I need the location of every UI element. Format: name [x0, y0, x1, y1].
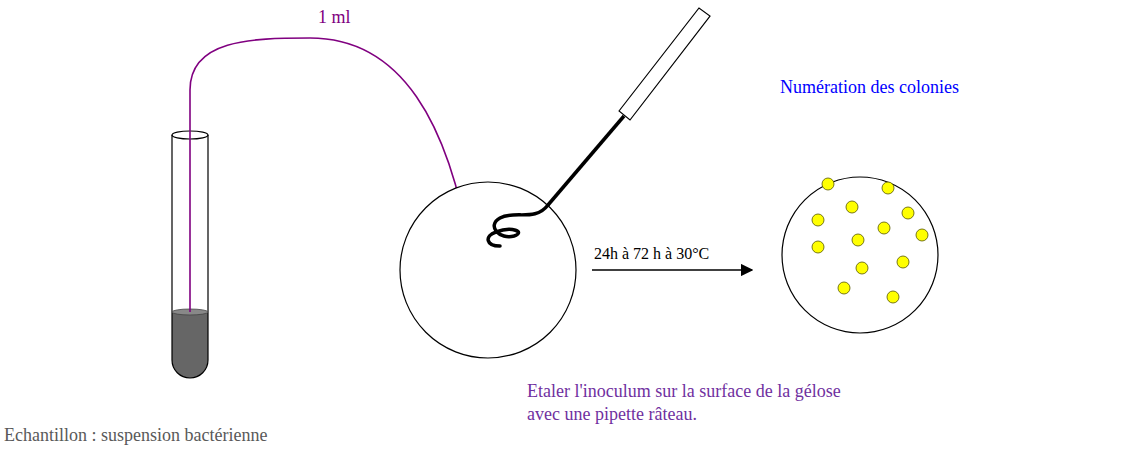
- colony: [897, 256, 909, 268]
- colony: [902, 207, 914, 219]
- sample-label: Echantillon : suspension bactérienne: [4, 424, 267, 447]
- pipette-handle: [619, 8, 710, 120]
- pipette-rake: [488, 205, 548, 246]
- colony: [812, 241, 824, 253]
- colony: [887, 291, 899, 303]
- colony: [846, 201, 858, 213]
- colony: [882, 182, 894, 194]
- incubation-label: 24h à 72 h à 30°C: [594, 244, 709, 265]
- colony: [878, 222, 890, 234]
- colony: [856, 262, 868, 274]
- colony: [838, 282, 850, 294]
- petri-dish: [400, 182, 576, 358]
- bacterial-suspension: [172, 312, 208, 378]
- petri-dish: [782, 177, 938, 333]
- colony: [822, 178, 834, 190]
- spreading-note: Etaler l'inoculum sur la surface de la g…: [527, 380, 845, 427]
- colony: [812, 214, 824, 226]
- colonies: [812, 178, 928, 303]
- count-title: Numération des colonies: [780, 76, 959, 99]
- volume-label: 1 ml: [318, 6, 351, 29]
- rake-pipette: [488, 8, 710, 246]
- colony: [916, 229, 928, 241]
- pipette-rod: [548, 116, 624, 205]
- incubation-arrow: [592, 269, 752, 270]
- colony: [852, 234, 864, 246]
